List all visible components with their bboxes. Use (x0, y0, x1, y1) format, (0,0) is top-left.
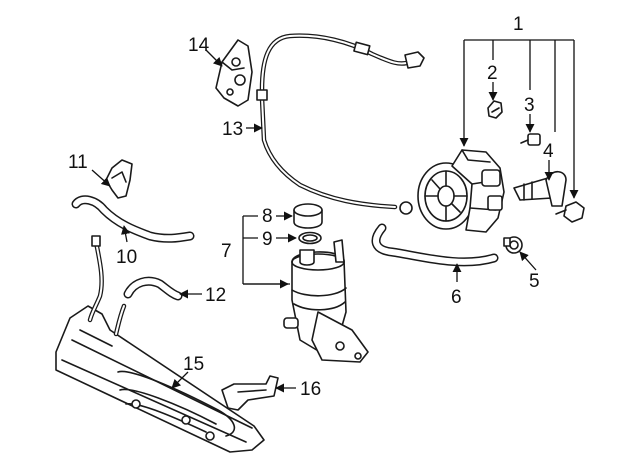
callout-13: 13 (222, 119, 243, 140)
fitting-4 (513, 170, 567, 207)
callout-14: 14 (188, 35, 210, 56)
callout-labels: 1 2 3 4 5 6 7 8 9 10 11 12 13 14 15 16 (68, 14, 554, 400)
cooler-assembly-15 (55, 235, 265, 453)
callout-11: 11 (68, 152, 88, 173)
callout-15: 15 (183, 354, 204, 375)
hose-10 (71, 195, 195, 243)
callout-2: 2 (487, 63, 498, 84)
callout-4: 4 (543, 141, 554, 162)
bracket-16 (221, 375, 279, 411)
callout-8: 8 (262, 206, 273, 227)
callout-6: 6 (451, 287, 462, 308)
bolt-3 (520, 133, 541, 146)
pressure-line-13 (256, 33, 425, 215)
hose-12 (123, 276, 183, 301)
callout-12: 12 (205, 285, 226, 306)
return-hose-6 (371, 223, 499, 267)
leader-lines (91, 39, 579, 393)
callout-7: 7 (221, 241, 232, 262)
bolt-1b (555, 201, 585, 223)
callout-16: 16 (300, 379, 321, 400)
o-ring-9 (298, 231, 322, 245)
bracket-14 (215, 39, 253, 107)
callout-3: 3 (524, 95, 535, 116)
reservoir-cap-8 (293, 203, 323, 229)
reservoir-7 (283, 239, 369, 363)
fitting-2 (487, 100, 503, 119)
clip-11 (105, 159, 133, 199)
callout-5: 5 (529, 271, 540, 292)
callout-10: 10 (116, 247, 137, 268)
pump-assembly-1 (417, 149, 505, 233)
callout-9: 9 (262, 229, 273, 250)
callout-1: 1 (513, 14, 524, 35)
clamp-5 (503, 236, 523, 254)
